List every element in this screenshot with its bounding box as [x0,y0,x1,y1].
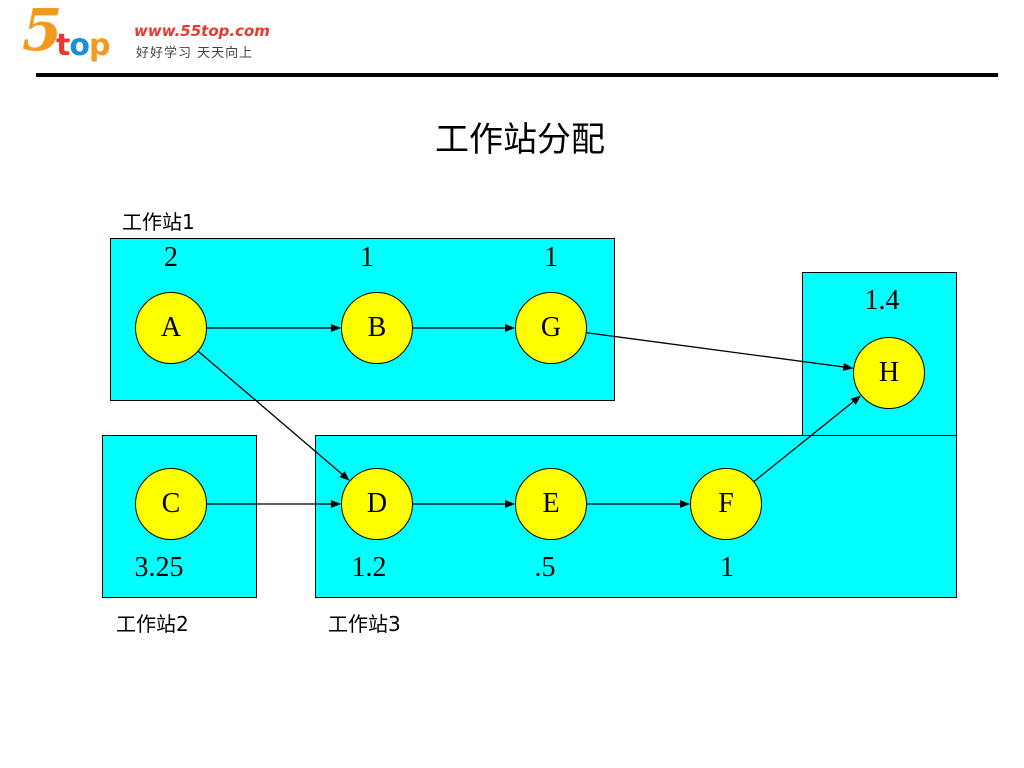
logo-url: www.55top.com [134,22,270,40]
task-label-a: A [160,312,182,343]
station-3-label: 工作站3 [328,612,401,636]
task-time-g: 1 [544,242,558,273]
edge-g-h [586,332,854,371]
logo-letter-o: o [69,28,90,63]
task-time-d: 1.2 [351,552,387,583]
edge-f-h [753,395,861,482]
station-3-box [315,435,957,598]
task-label-c: C [161,488,181,519]
task-node-b: B [341,292,413,364]
task-time-e: .5 [534,552,556,583]
task-time-b: 1 [360,242,374,273]
task-label-h: H [878,357,900,388]
task-node-f: F [690,468,762,540]
task-time-c: 3.25 [134,552,184,583]
task-node-a: A [135,292,207,364]
header-rule [36,73,998,77]
logo-letter-p: p [88,28,111,63]
task-node-c: C [135,468,207,540]
task-node-h: H [853,337,925,409]
task-node-e: E [515,468,587,540]
task-label-d: D [366,488,388,519]
logo-letter-t: t [56,28,70,63]
task-label-g: G [540,312,562,343]
slide-title: 工作站分配 [435,120,605,160]
station-2-label: 工作站2 [116,612,189,636]
task-time-a: 2 [164,242,178,273]
task-label-b: B [367,312,387,343]
logo-numeral: 5 [22,0,63,64]
logo-tagline: 好好学习 天天向上 [136,46,254,61]
task-node-d: D [341,468,413,540]
task-time-f: 1 [720,552,734,583]
logo-wordmark: top [56,28,111,63]
task-time-h: 1.4 [864,285,900,316]
task-node-g: G [515,292,587,364]
station-1-label: 工作站1 [122,210,195,234]
site-logo: 5 top www.55top.com 好好学习 天天向上 [0,0,300,72]
edge-a-d [197,350,350,481]
task-label-f: F [718,488,734,519]
task-label-e: E [542,488,560,519]
